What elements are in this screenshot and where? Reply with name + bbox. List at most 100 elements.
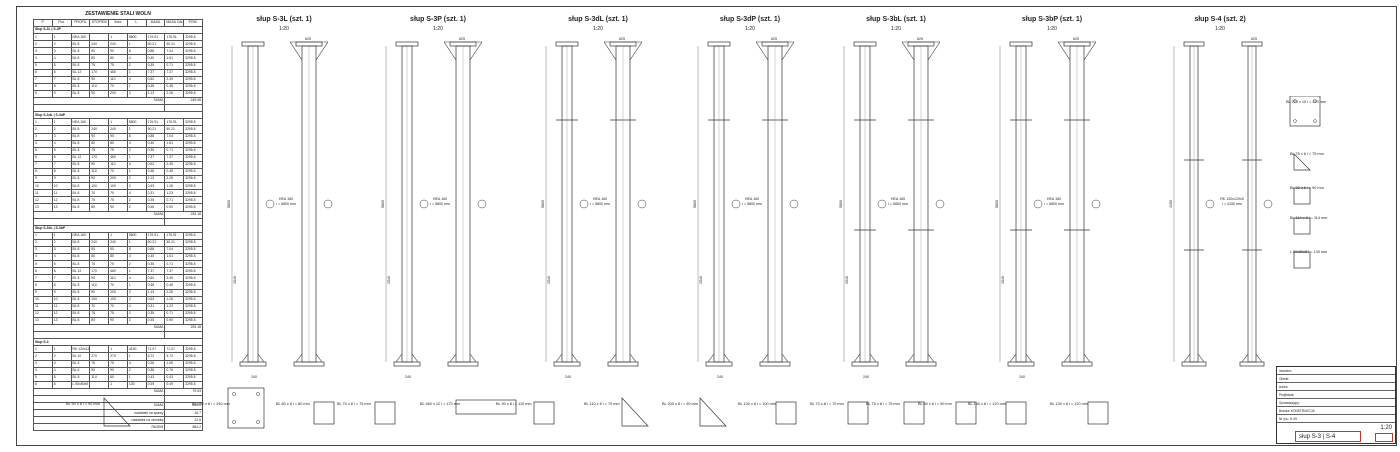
table-cell: 13 bbox=[33, 316, 53, 326]
table-cell: 90 bbox=[89, 75, 110, 84]
table-cell: 1 bbox=[126, 82, 147, 91]
dimension-total: 5800 bbox=[381, 200, 385, 208]
table-total-value: 864.2 bbox=[164, 423, 203, 432]
table-total-label: RAZEM bbox=[32, 423, 166, 432]
base-stiffeners bbox=[707, 353, 731, 363]
table-cell: 2 bbox=[33, 352, 53, 361]
table-cell: 1 bbox=[126, 40, 147, 49]
table-cell: 0.48 bbox=[164, 82, 185, 91]
head-plate bbox=[241, 41, 265, 47]
plate-detail: BL 460 x 12 l = 170 mm bbox=[420, 386, 517, 438]
table-cell: 3295.8 bbox=[183, 125, 203, 134]
table-cell: 50.21 bbox=[145, 125, 166, 134]
position-callout bbox=[419, 199, 429, 209]
table-cell: 6 bbox=[51, 267, 72, 276]
table-cell: BL 8 bbox=[70, 245, 91, 255]
table-cell: 50.21 bbox=[164, 125, 185, 134]
table-cell: BL 8 bbox=[70, 175, 91, 184]
side-detail-label: BL 75 x 6 l = 75 mm bbox=[1290, 152, 1324, 156]
table-cell: BL 8 bbox=[70, 160, 91, 169]
plate-outline bbox=[847, 401, 869, 425]
plate-outline bbox=[1293, 251, 1311, 269]
dimension-base: 240 bbox=[1019, 375, 1025, 379]
base-stiffeners bbox=[449, 353, 477, 363]
table-cell: 75 bbox=[89, 309, 110, 318]
profile-label: HEA 160 bbox=[745, 197, 759, 201]
dimension-low: 1540 bbox=[547, 276, 551, 284]
table-cell: BL 8 bbox=[70, 260, 91, 269]
table-cell: 9 bbox=[51, 175, 72, 184]
gusset-outline bbox=[699, 397, 727, 427]
base-stiffeners bbox=[761, 353, 789, 363]
table-cell: 2 bbox=[126, 61, 147, 70]
table-cell: 75 bbox=[108, 146, 128, 155]
head-bracing bbox=[443, 41, 483, 61]
table-cell: 1.61 bbox=[164, 54, 185, 63]
view-title: słup S-3L (szt. 1) bbox=[256, 16, 312, 23]
head-plate bbox=[707, 41, 731, 47]
side-detail-sketch bbox=[1289, 95, 1321, 127]
table-cell: 9 bbox=[33, 175, 53, 184]
table-cell: 3295.8 bbox=[183, 68, 203, 77]
base-stiffeners bbox=[907, 353, 935, 363]
dimension-base: 240 bbox=[405, 375, 411, 379]
title-block-row: Branża: KONSTRUKCJA bbox=[1277, 407, 1395, 415]
table-cell: 4 bbox=[33, 54, 53, 63]
bolt-hole bbox=[1293, 99, 1297, 103]
table-cell: 80 bbox=[108, 253, 128, 262]
table-cell: 8 bbox=[126, 132, 147, 141]
table-cell: 2 bbox=[126, 309, 147, 318]
table-cell: 4 bbox=[51, 54, 72, 63]
table-cell: 90 bbox=[89, 245, 110, 255]
table-cell: 2.49 bbox=[164, 160, 185, 169]
table-cell: 110 bbox=[89, 167, 110, 177]
table-cell: 3 bbox=[51, 245, 72, 255]
dimension-top: 625 bbox=[305, 37, 311, 41]
head-bracing bbox=[755, 41, 795, 61]
table-cell: 1.61 bbox=[164, 253, 185, 262]
title-block-row: Nr rys.: K-05 bbox=[1277, 415, 1395, 423]
table-cell: 2 bbox=[126, 316, 147, 326]
table-cell: 1 bbox=[51, 231, 72, 240]
plate-detail: BL 110 x 8 l = 70 mm bbox=[584, 386, 654, 438]
table-cell: 0.71 bbox=[164, 196, 185, 205]
table-group-row: Słup S-4 bbox=[33, 338, 203, 347]
table-cell: 3 bbox=[33, 132, 53, 141]
table-cell: 1 bbox=[51, 345, 72, 354]
detail-sketch bbox=[455, 399, 517, 415]
table-cell: BL 8 bbox=[70, 47, 91, 56]
dimension-top: 625 bbox=[917, 37, 923, 41]
table-cell: 0.71 bbox=[164, 146, 185, 155]
base-plate bbox=[705, 361, 733, 367]
table-cell: 10 bbox=[33, 295, 53, 304]
table-cell: 2 bbox=[126, 175, 147, 184]
position-callout bbox=[731, 199, 741, 209]
plate-detail: BL 240 x 8 l = 240 mm bbox=[192, 386, 265, 438]
dimension-total: 5800 bbox=[227, 200, 231, 208]
table-cell: 70 bbox=[108, 82, 128, 91]
detail-label: BL 460 x 12 l = 170 mm bbox=[420, 402, 461, 406]
table-cell: 8 bbox=[33, 281, 53, 290]
table-cell: 0.45 bbox=[145, 203, 166, 212]
table-cell bbox=[89, 345, 110, 354]
table-cell: BL 8 bbox=[70, 281, 91, 290]
table-group-heading: Słup S-3L | S-3P bbox=[33, 26, 203, 35]
table-cell: 8 bbox=[33, 82, 53, 91]
table-cell: 80 bbox=[89, 54, 110, 63]
table-cell: 0.48 bbox=[164, 281, 185, 290]
table-cell: 0.43 bbox=[164, 373, 185, 382]
plate-detail: BL 75 x 8 l = 75 mm bbox=[866, 386, 936, 438]
table-cell: 7.04 bbox=[164, 245, 185, 255]
table-cell: 0.76 bbox=[164, 366, 185, 375]
table-cell: 110 bbox=[108, 274, 128, 283]
